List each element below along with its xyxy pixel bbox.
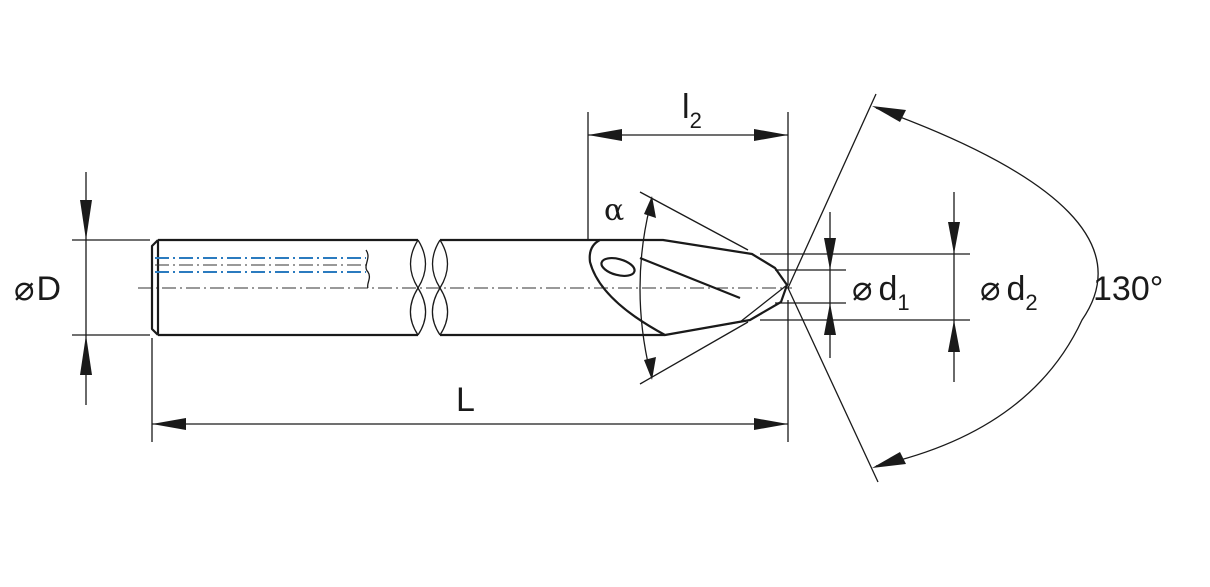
coolant-outlet <box>600 257 636 277</box>
break-lines <box>409 239 449 336</box>
cutting-edge <box>639 256 741 300</box>
label-tip-diameter-1: ⌀d1 <box>852 270 910 315</box>
dimension-point-angle <box>787 93 1099 483</box>
label-point-angle: 130° <box>1093 270 1163 308</box>
label-total-length: L <box>456 381 475 419</box>
label-tip-diameter-2: ⌀d2 <box>980 270 1038 315</box>
dimension-helix-angle <box>639 191 749 385</box>
label-shank-diameter: ⌀D <box>14 270 61 308</box>
dimension-tip-diameter-2 <box>760 192 970 382</box>
coolant-channels <box>155 249 371 289</box>
shank-right-section <box>440 238 665 337</box>
dimension-total-length <box>151 300 789 442</box>
dimension-tip-length <box>587 112 789 285</box>
dimension-shank-diameter <box>72 172 150 405</box>
shank-left-section <box>150 238 418 337</box>
label-helix-angle: α <box>604 193 624 228</box>
drill-tip <box>588 238 789 337</box>
tip-bottom-edge <box>664 284 788 336</box>
label-tip-length: l2 <box>682 88 702 133</box>
